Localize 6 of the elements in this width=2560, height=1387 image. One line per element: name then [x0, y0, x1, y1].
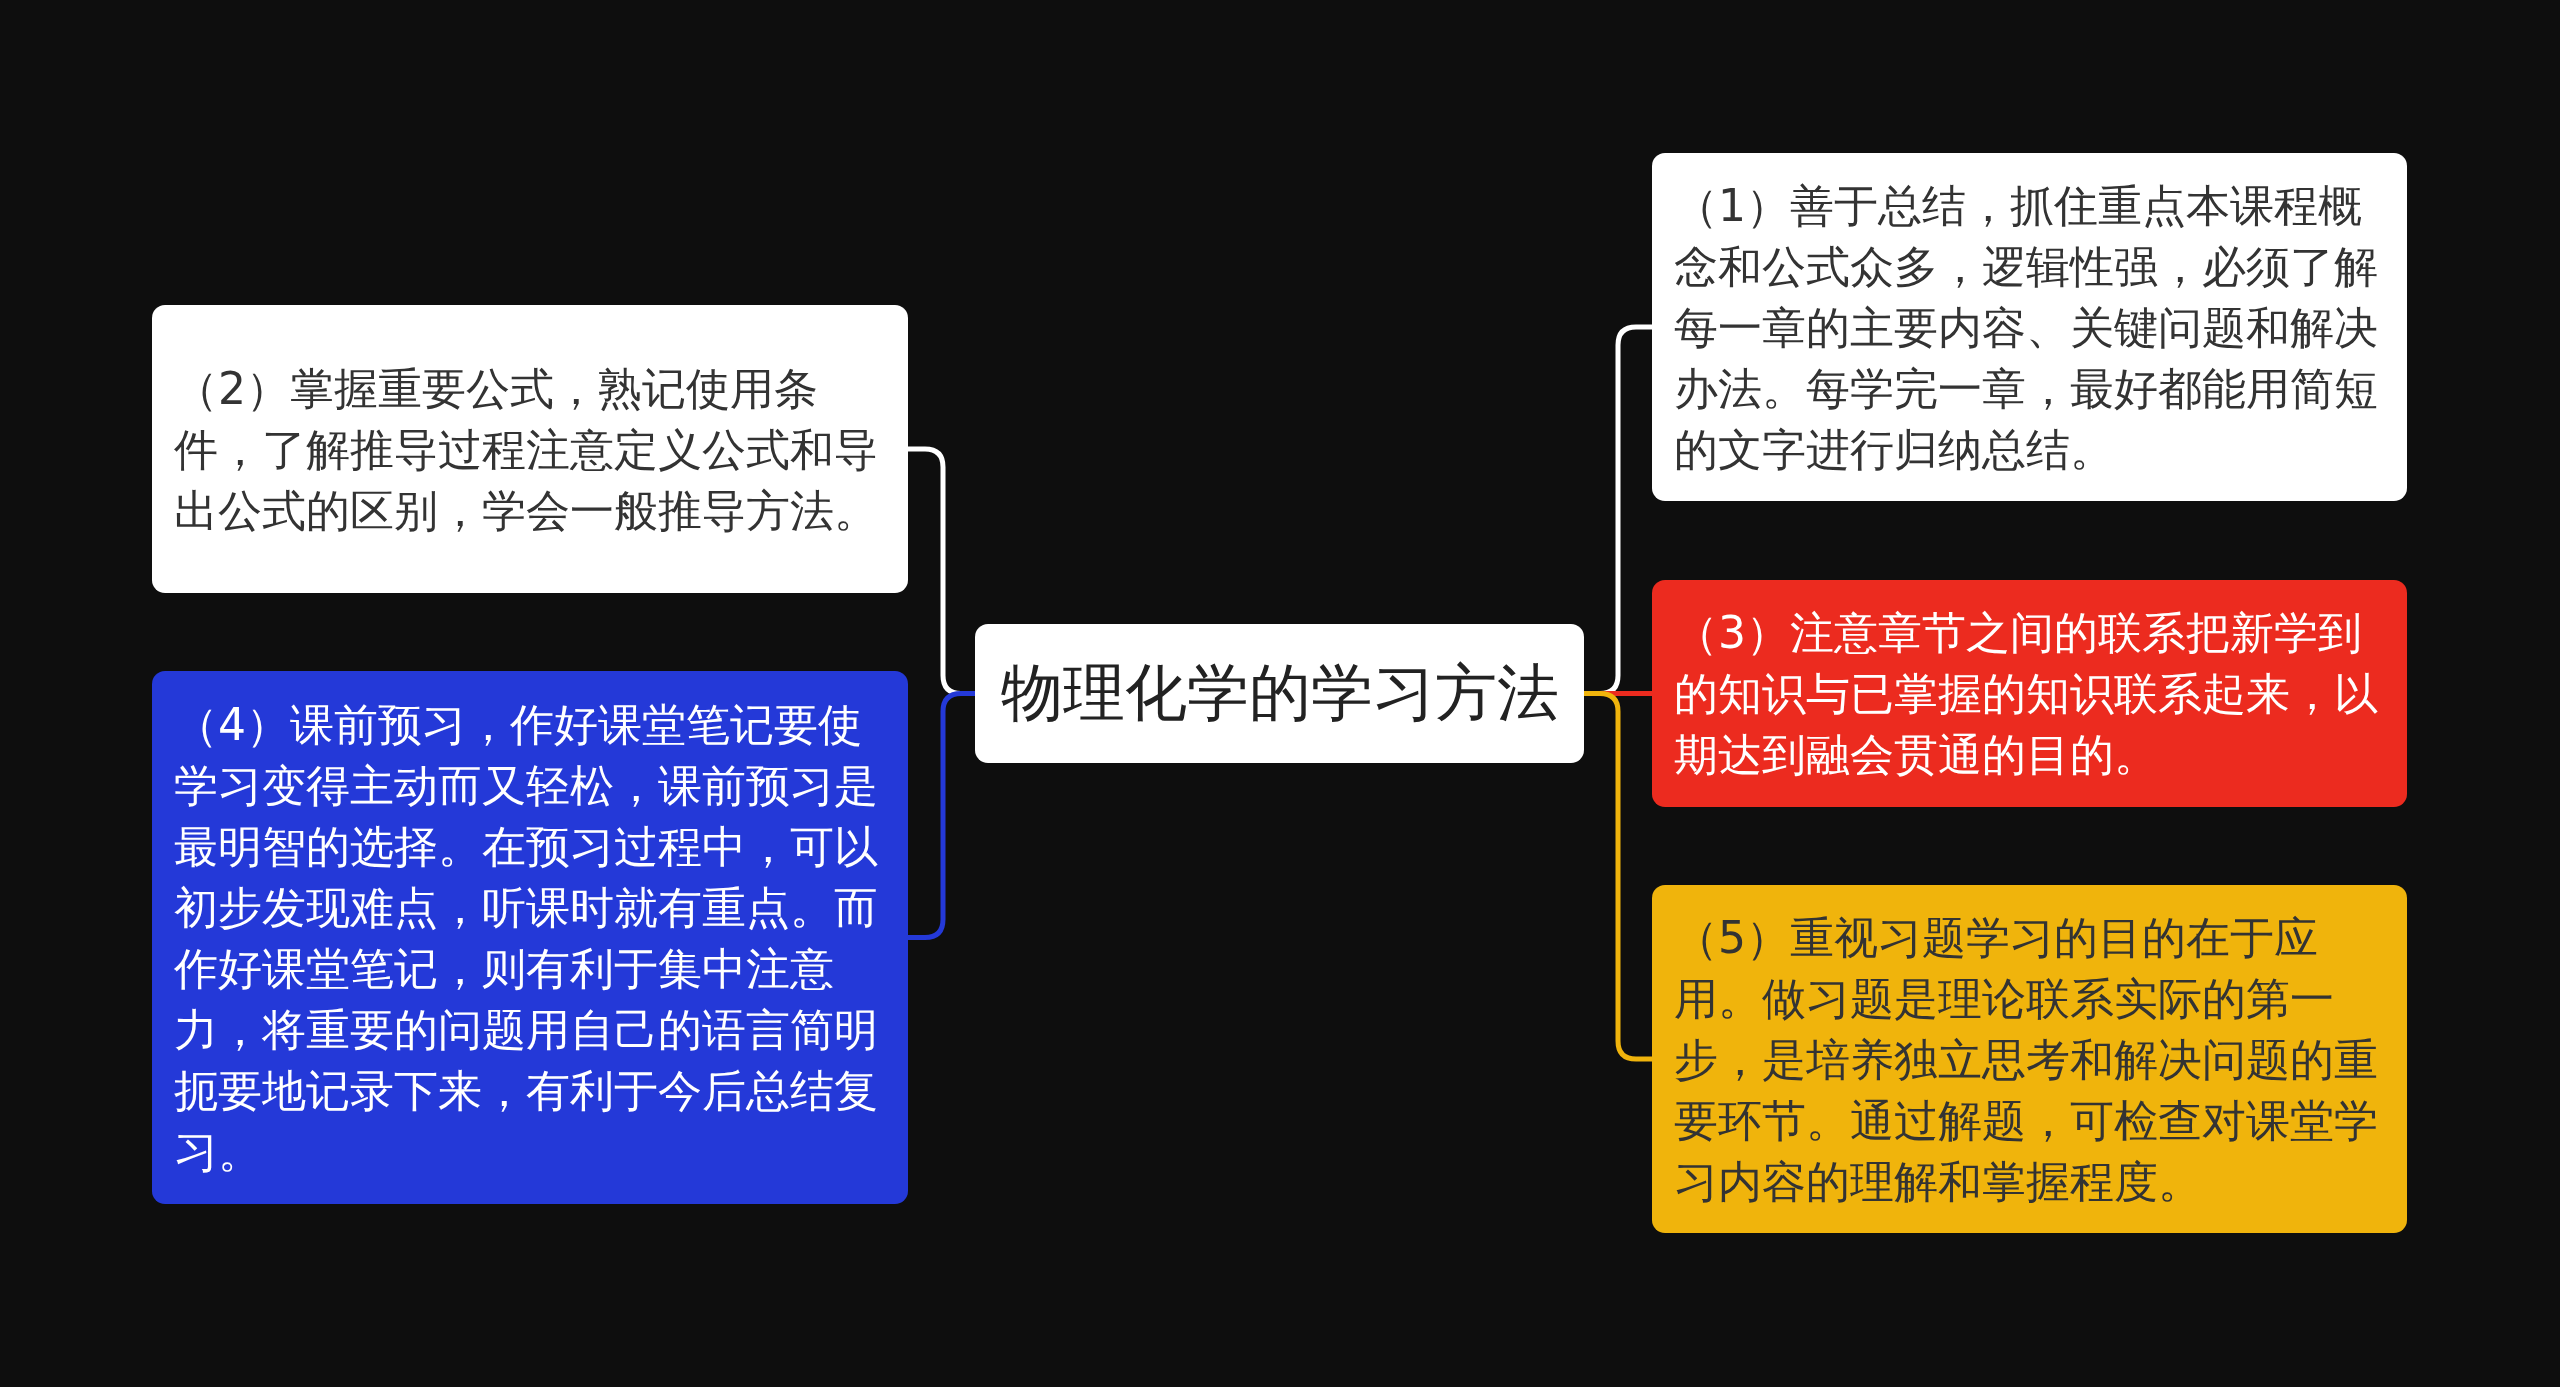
- central-topic-box: 物理化学的学习方法: [975, 624, 1584, 763]
- topic-box: （1）善于总结，抓住重点本课程概念和公式众多，逻辑性强，必须了解每一章的主要内容、关键问题和解决办法。每学完一章，最好都能用简短的文字进行归纳总结。: [1652, 153, 2407, 501]
- topic-box: （5）重视习题学习的目的在于应用。做习题是理论联系实际的第一步，是培养独立思考和解决问题的重要环节。通过解题，可检查对课堂学习内容的理解和掌握程度。: [1652, 885, 2407, 1233]
- topic-box: （4）课前预习，作好课堂笔记要使学习变得主动而又轻松，课前预习是最明智的选择。在预习过程中，可以初步发现难点，听课时就有重点。而作好课堂笔记，则有利于集中注意力，将重要的问题用自己的语言简明扼要地记录下来，有利于今后总结复习。: [152, 671, 908, 1204]
- topic-box: （3）注意章节之间的联系把新学到的知识与已掌握的知识联系起来，以期达到融会贯通的目的。: [1652, 580, 2407, 807]
- topic-box: （2）掌握重要公式，熟记使用条件，了解推导过程注意定义公式和导出公式的区别，学会一般推导方法。: [152, 305, 908, 593]
